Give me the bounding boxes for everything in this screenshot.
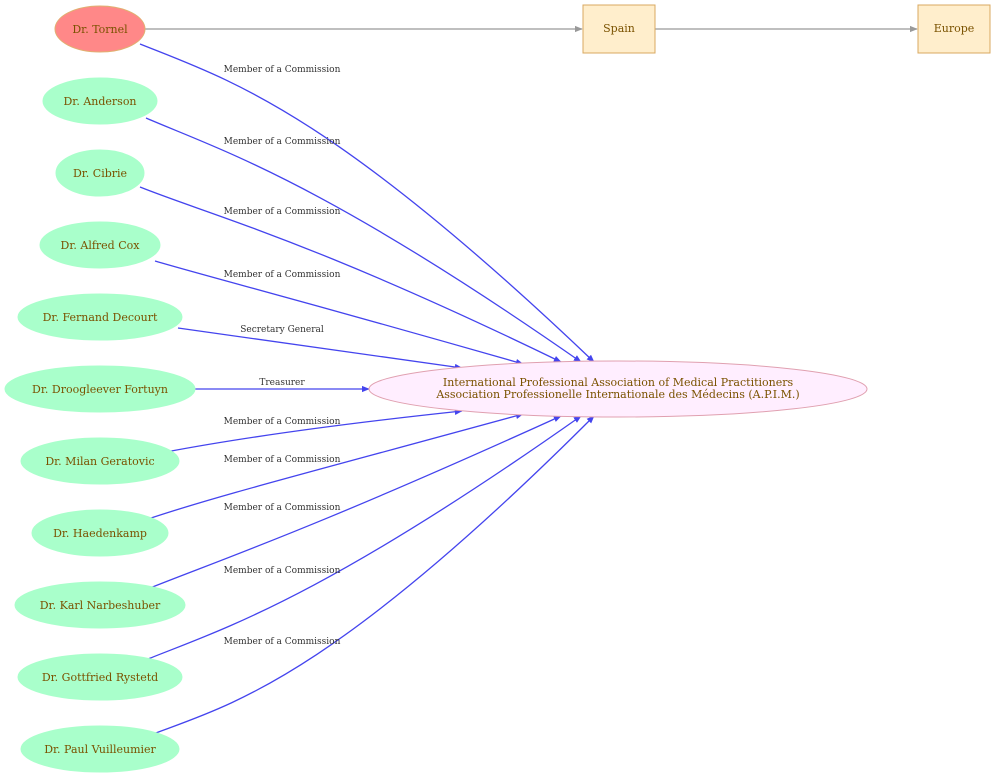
person-node-shape	[17, 293, 183, 341]
edge-label-geratovic: Member of a Commission	[224, 417, 341, 427]
person-name: Dr. Paul Vuilleumier	[44, 743, 156, 756]
person-node-shape	[39, 221, 161, 269]
edge-cox-org	[154, 260, 524, 366]
edge-vuilleumier-org	[152, 415, 595, 735]
person-name: Dr. Fernand Decourt	[43, 311, 158, 324]
person-node-shape	[42, 77, 158, 125]
person-node-cox[interactable]: Dr. Alfred Cox	[39, 221, 161, 269]
edge-cibrie-org	[139, 186, 562, 363]
person-node-narbeshuber[interactable]: Dr. Karl Narbeshuber	[14, 581, 186, 629]
person-node-shape	[31, 509, 169, 557]
person-node-rystetd[interactable]: Dr. Gottfried Rystetd	[17, 653, 183, 701]
edge-label-narbeshuber: Member of a Commission	[224, 503, 341, 513]
edge-tornel-org	[139, 43, 595, 363]
edge-label-anderson: Member of a Commission	[224, 137, 341, 147]
person-name: Dr. Tornel	[72, 23, 128, 36]
place-label-europe: Europe	[934, 22, 975, 35]
place-node-europe-shape	[917, 4, 991, 54]
edge-narbeshuber-org	[149, 415, 562, 589]
edge-label-fortuyn: Treasurer	[259, 378, 305, 388]
edge-label-cox: Member of a Commission	[224, 270, 341, 280]
person-name: Dr. Karl Narbeshuber	[40, 599, 161, 612]
edge-rystetd-org	[147, 415, 582, 660]
person-node-vuilleumier[interactable]: Dr. Paul Vuilleumier	[20, 725, 180, 773]
edge-haedenkamp-org	[147, 412, 524, 520]
place-node-spain[interactable]: Spain	[582, 4, 656, 54]
person-name: Dr. Haedenkamp	[53, 527, 147, 540]
person-node-tornel[interactable]: Dr. Tornel	[54, 5, 146, 53]
person-name: Dr. Droogleever Fortuyn	[32, 383, 168, 396]
person-node-shape	[17, 653, 183, 701]
person-node-decourt[interactable]: Dr. Fernand Decourt	[17, 293, 183, 341]
edges-layer	[139, 25, 918, 735]
edge-decourt-org	[177, 327, 463, 371]
org-name-line1: International Professional Association o…	[443, 376, 794, 389]
place-node-europe[interactable]: Europe	[917, 4, 991, 54]
person-node-shape	[54, 5, 146, 53]
edge-label-haedenkamp: Member of a Commission	[224, 455, 341, 465]
person-node-cibrie[interactable]: Dr. Cibrie	[55, 149, 145, 197]
person-node-shape	[14, 581, 186, 629]
org-node-shape	[368, 360, 868, 418]
edge-label-decourt: Secretary General	[240, 325, 324, 335]
person-node-shape	[20, 437, 180, 485]
place-label-spain: Spain	[603, 22, 635, 35]
person-node-shape	[4, 365, 196, 413]
person-node-shape	[55, 149, 145, 197]
edge-label-rystetd: Member of a Commission	[224, 566, 341, 576]
person-node-haedenkamp[interactable]: Dr. Haedenkamp	[31, 509, 169, 557]
person-node-anderson[interactable]: Dr. Anderson	[42, 77, 158, 125]
person-name: Dr. Milan Geratovic	[45, 455, 154, 468]
org-node[interactable]: International Professional Association o…	[368, 360, 868, 418]
edge-label-vuilleumier: Member of a Commission	[224, 637, 341, 647]
person-node-shape	[20, 725, 180, 773]
person-name: Dr. Alfred Cox	[61, 239, 141, 252]
edge-geratovic-org	[165, 408, 463, 453]
person-node-geratovic[interactable]: Dr. Milan Geratovic	[20, 437, 180, 485]
edge-anderson-org	[145, 117, 582, 363]
org-name-line2: Association Professionelle International…	[435, 388, 799, 401]
person-node-fortuyn[interactable]: Dr. Droogleever Fortuyn	[4, 365, 196, 413]
place-node-spain-shape	[582, 4, 656, 54]
person-name: Dr. Gottfried Rystetd	[42, 671, 158, 684]
edge-label-tornel: Member of a Commission	[224, 65, 341, 75]
person-name: Dr. Cibrie	[73, 167, 127, 180]
person-name: Dr. Anderson	[63, 95, 136, 108]
edge-label-cibrie: Member of a Commission	[224, 207, 341, 217]
